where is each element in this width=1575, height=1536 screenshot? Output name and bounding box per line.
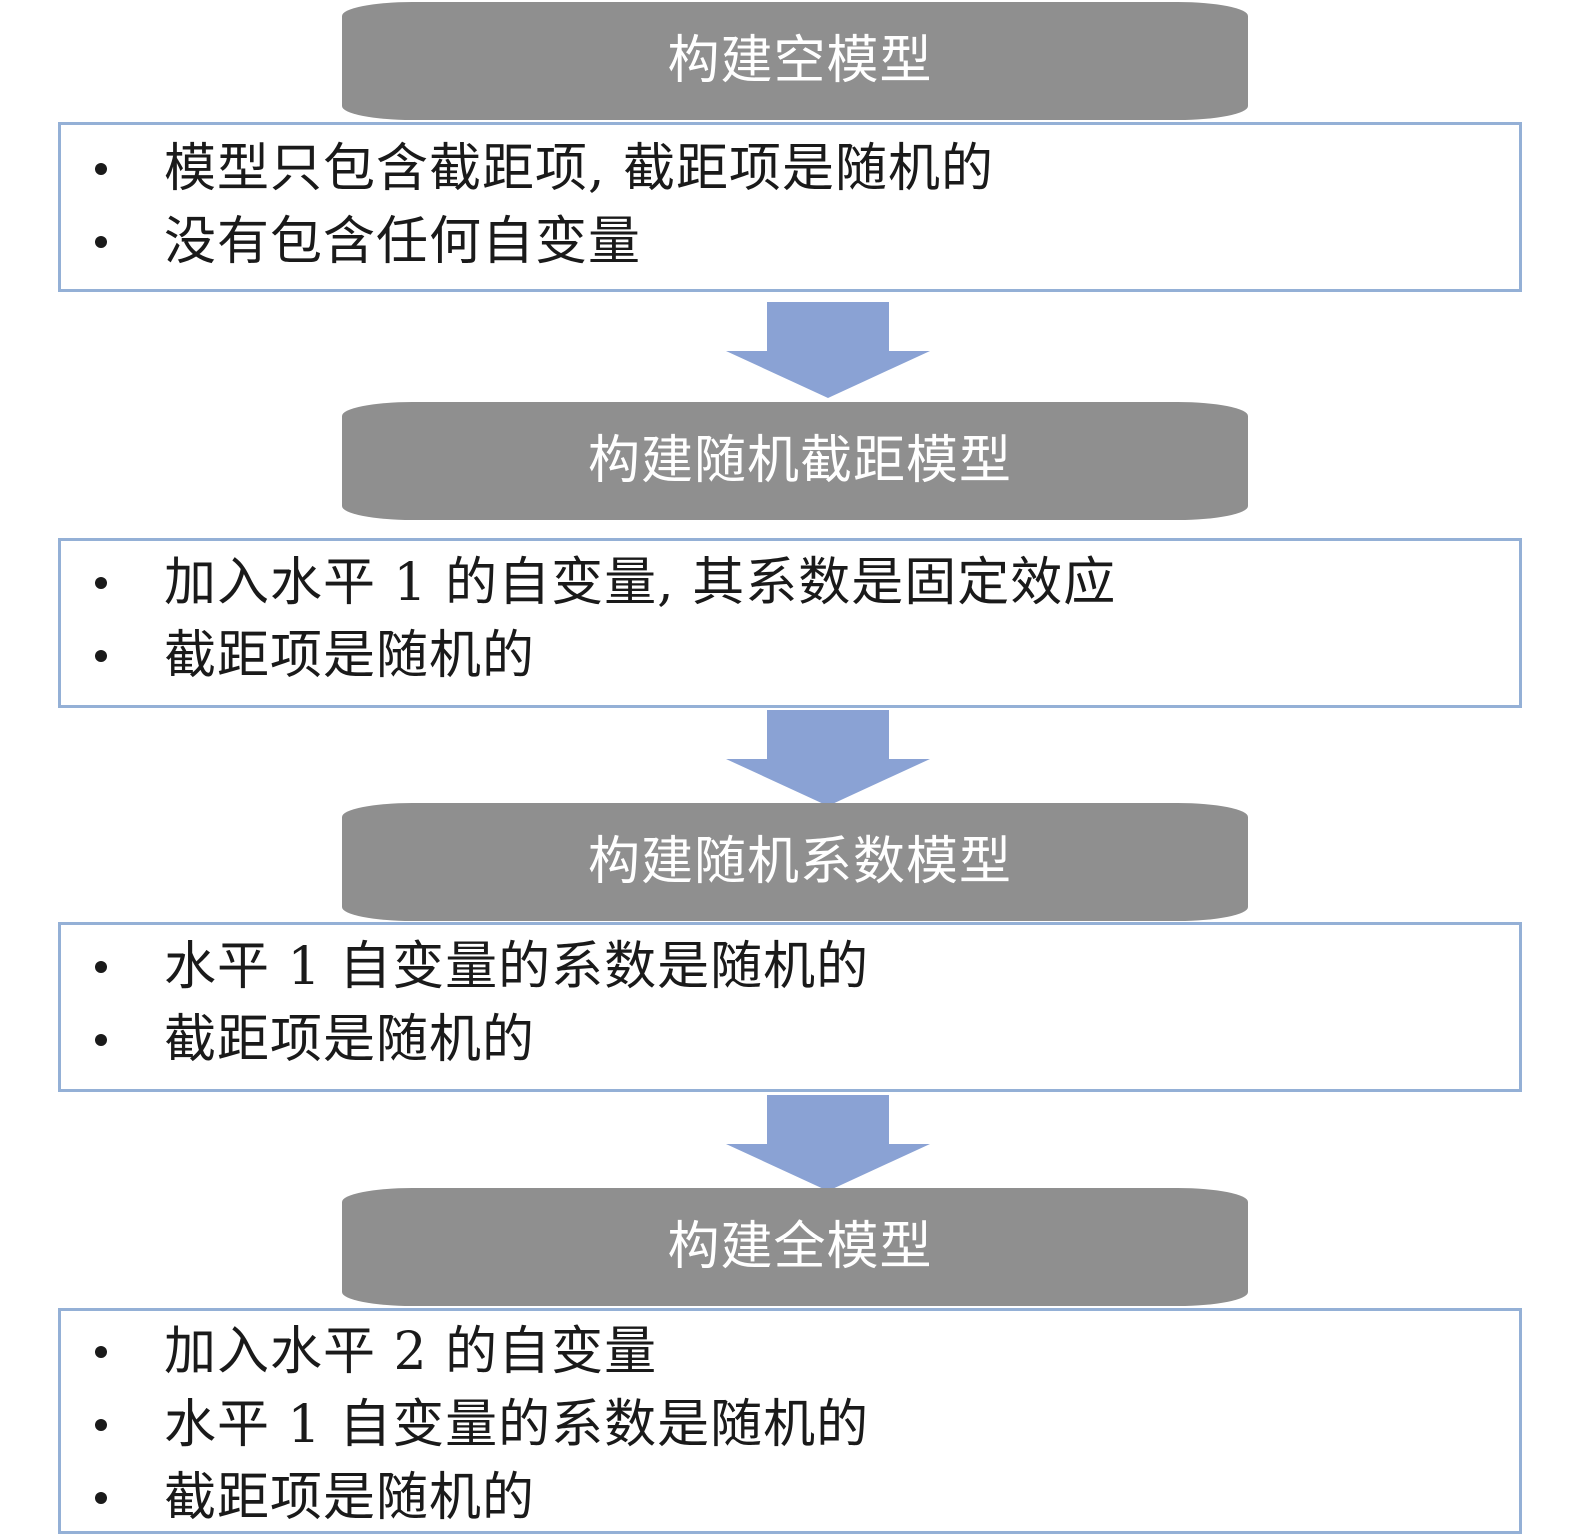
bullet-dot-icon	[95, 961, 107, 973]
stage-2-details: 加入水平 1 的自变量, 其系数是固定效应 截距项是随机的	[58, 538, 1522, 708]
stage-1-details: 模型只包含截距项, 截距项是随机的 没有包含任何自变量	[58, 122, 1522, 292]
bullet-dot-icon	[95, 577, 107, 589]
bullet-dot-icon	[95, 236, 107, 248]
stage-1-header: 构建空模型	[342, 2, 1248, 120]
down-arrow-icon	[726, 1095, 930, 1191]
down-arrow-icon	[726, 710, 930, 806]
stage-1-bullet-2: 没有包含任何自变量	[61, 205, 1519, 279]
stage-2-bullet-2: 截距项是随机的	[61, 619, 1519, 693]
bullet-text: 模型只包含截距项, 截距项是随机的	[164, 139, 995, 199]
stage-1-bullet-1: 模型只包含截距项, 截距项是随机的	[61, 132, 1519, 206]
stage-2-header: 构建随机截距模型	[342, 402, 1248, 520]
bullet-dot-icon	[95, 163, 107, 175]
stage-3-header: 构建随机系数模型	[342, 803, 1248, 921]
bullet-dot-icon	[95, 1492, 107, 1504]
stage-4-header: 构建全模型	[342, 1188, 1248, 1306]
stage-4-bullet-1: 加入水平 2 的自变量	[61, 1315, 1519, 1389]
down-arrow-icon	[726, 302, 930, 398]
bullet-text: 截距项是随机的	[164, 1468, 536, 1528]
bullet-text: 加入水平 2 的自变量	[164, 1322, 658, 1382]
stage-3-details: 水平 1 自变量的系数是随机的 截距项是随机的	[58, 922, 1522, 1092]
bullet-dot-icon	[95, 1346, 107, 1358]
bullet-text: 没有包含任何自变量	[164, 212, 642, 272]
stage-3-bullet-2: 截距项是随机的	[61, 1003, 1519, 1077]
bullet-dot-icon	[95, 1034, 107, 1046]
stage-4-details: 加入水平 2 的自变量 水平 1 自变量的系数是随机的 截距项是随机的	[58, 1308, 1522, 1534]
bullet-dot-icon	[95, 1419, 107, 1431]
bullet-text: 截距项是随机的	[164, 1010, 536, 1070]
stage-2-bullet-1: 加入水平 1 的自变量, 其系数是固定效应	[61, 546, 1519, 620]
bullet-dot-icon	[95, 650, 107, 662]
bullet-text: 水平 1 自变量的系数是随机的	[164, 1395, 870, 1455]
bullet-text: 截距项是随机的	[164, 626, 536, 686]
bullet-text: 加入水平 1 的自变量, 其系数是固定效应	[164, 553, 1117, 613]
stage-4-bullet-3: 截距项是随机的	[61, 1461, 1519, 1535]
bullet-text: 水平 1 自变量的系数是随机的	[164, 937, 870, 997]
stage-4-bullet-2: 水平 1 自变量的系数是随机的	[61, 1388, 1519, 1462]
stage-3-bullet-1: 水平 1 自变量的系数是随机的	[61, 930, 1519, 1004]
